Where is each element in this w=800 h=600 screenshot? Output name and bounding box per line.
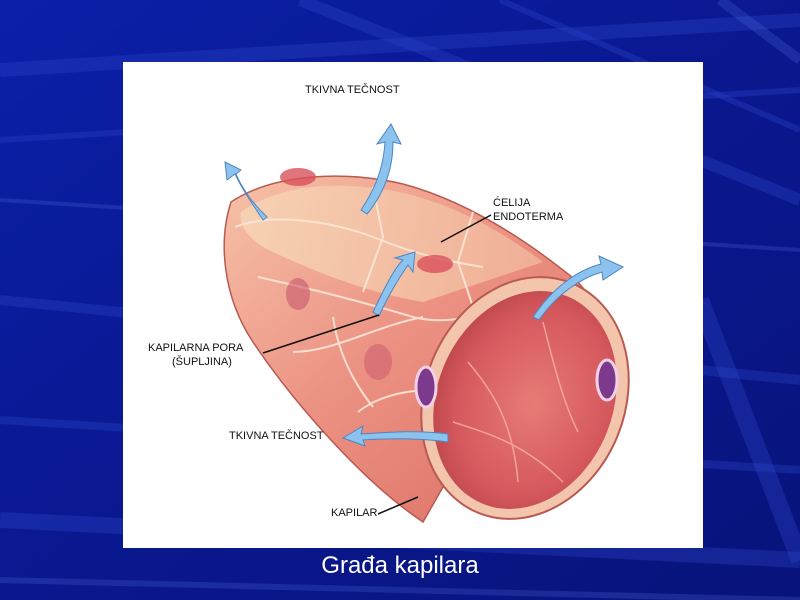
arrow-bottom	[341, 424, 449, 447]
nucleus-left	[414, 365, 438, 409]
leader-endothelial-cell	[440, 214, 492, 243]
label-tissue-fluid-top: TKIVNA TEČNOST	[305, 84, 400, 96]
label-capillary-pore-line1: KAPILARNA PORA	[148, 342, 244, 354]
arrow-right	[532, 255, 625, 321]
arrow-top-left	[224, 161, 268, 221]
label-endothelial-cell-line1: ĆELIJA	[493, 197, 531, 209]
label-capillary: KAPILAR	[331, 507, 378, 519]
arrow-top-center	[360, 123, 402, 215]
leader-capillary	[377, 496, 419, 515]
label-capillary-pore: KAPILARNA PORA (ŠUPLJINA)	[148, 341, 243, 369]
capillary-illustration	[223, 123, 630, 524]
label-tissue-fluid-bottom: TKIVNA TEČNOST	[229, 430, 324, 442]
slide-caption: Građa kapilara	[321, 552, 479, 579]
label-capillary-pore-line2: (ŠUPLJINA)	[172, 356, 232, 368]
arrow-middle	[372, 251, 416, 317]
nucleus-right	[595, 358, 619, 402]
leader-capillary-pore	[262, 314, 380, 354]
label-endothelial-cell: ĆELIJA ENDOTERMA	[493, 196, 563, 224]
label-endothelial-cell-line2: ENDOTERMA	[493, 211, 564, 223]
figure-panel: TKIVNA TEČNOST ĆELIJA ENDOTERMA KAPILARN…	[123, 62, 703, 548]
